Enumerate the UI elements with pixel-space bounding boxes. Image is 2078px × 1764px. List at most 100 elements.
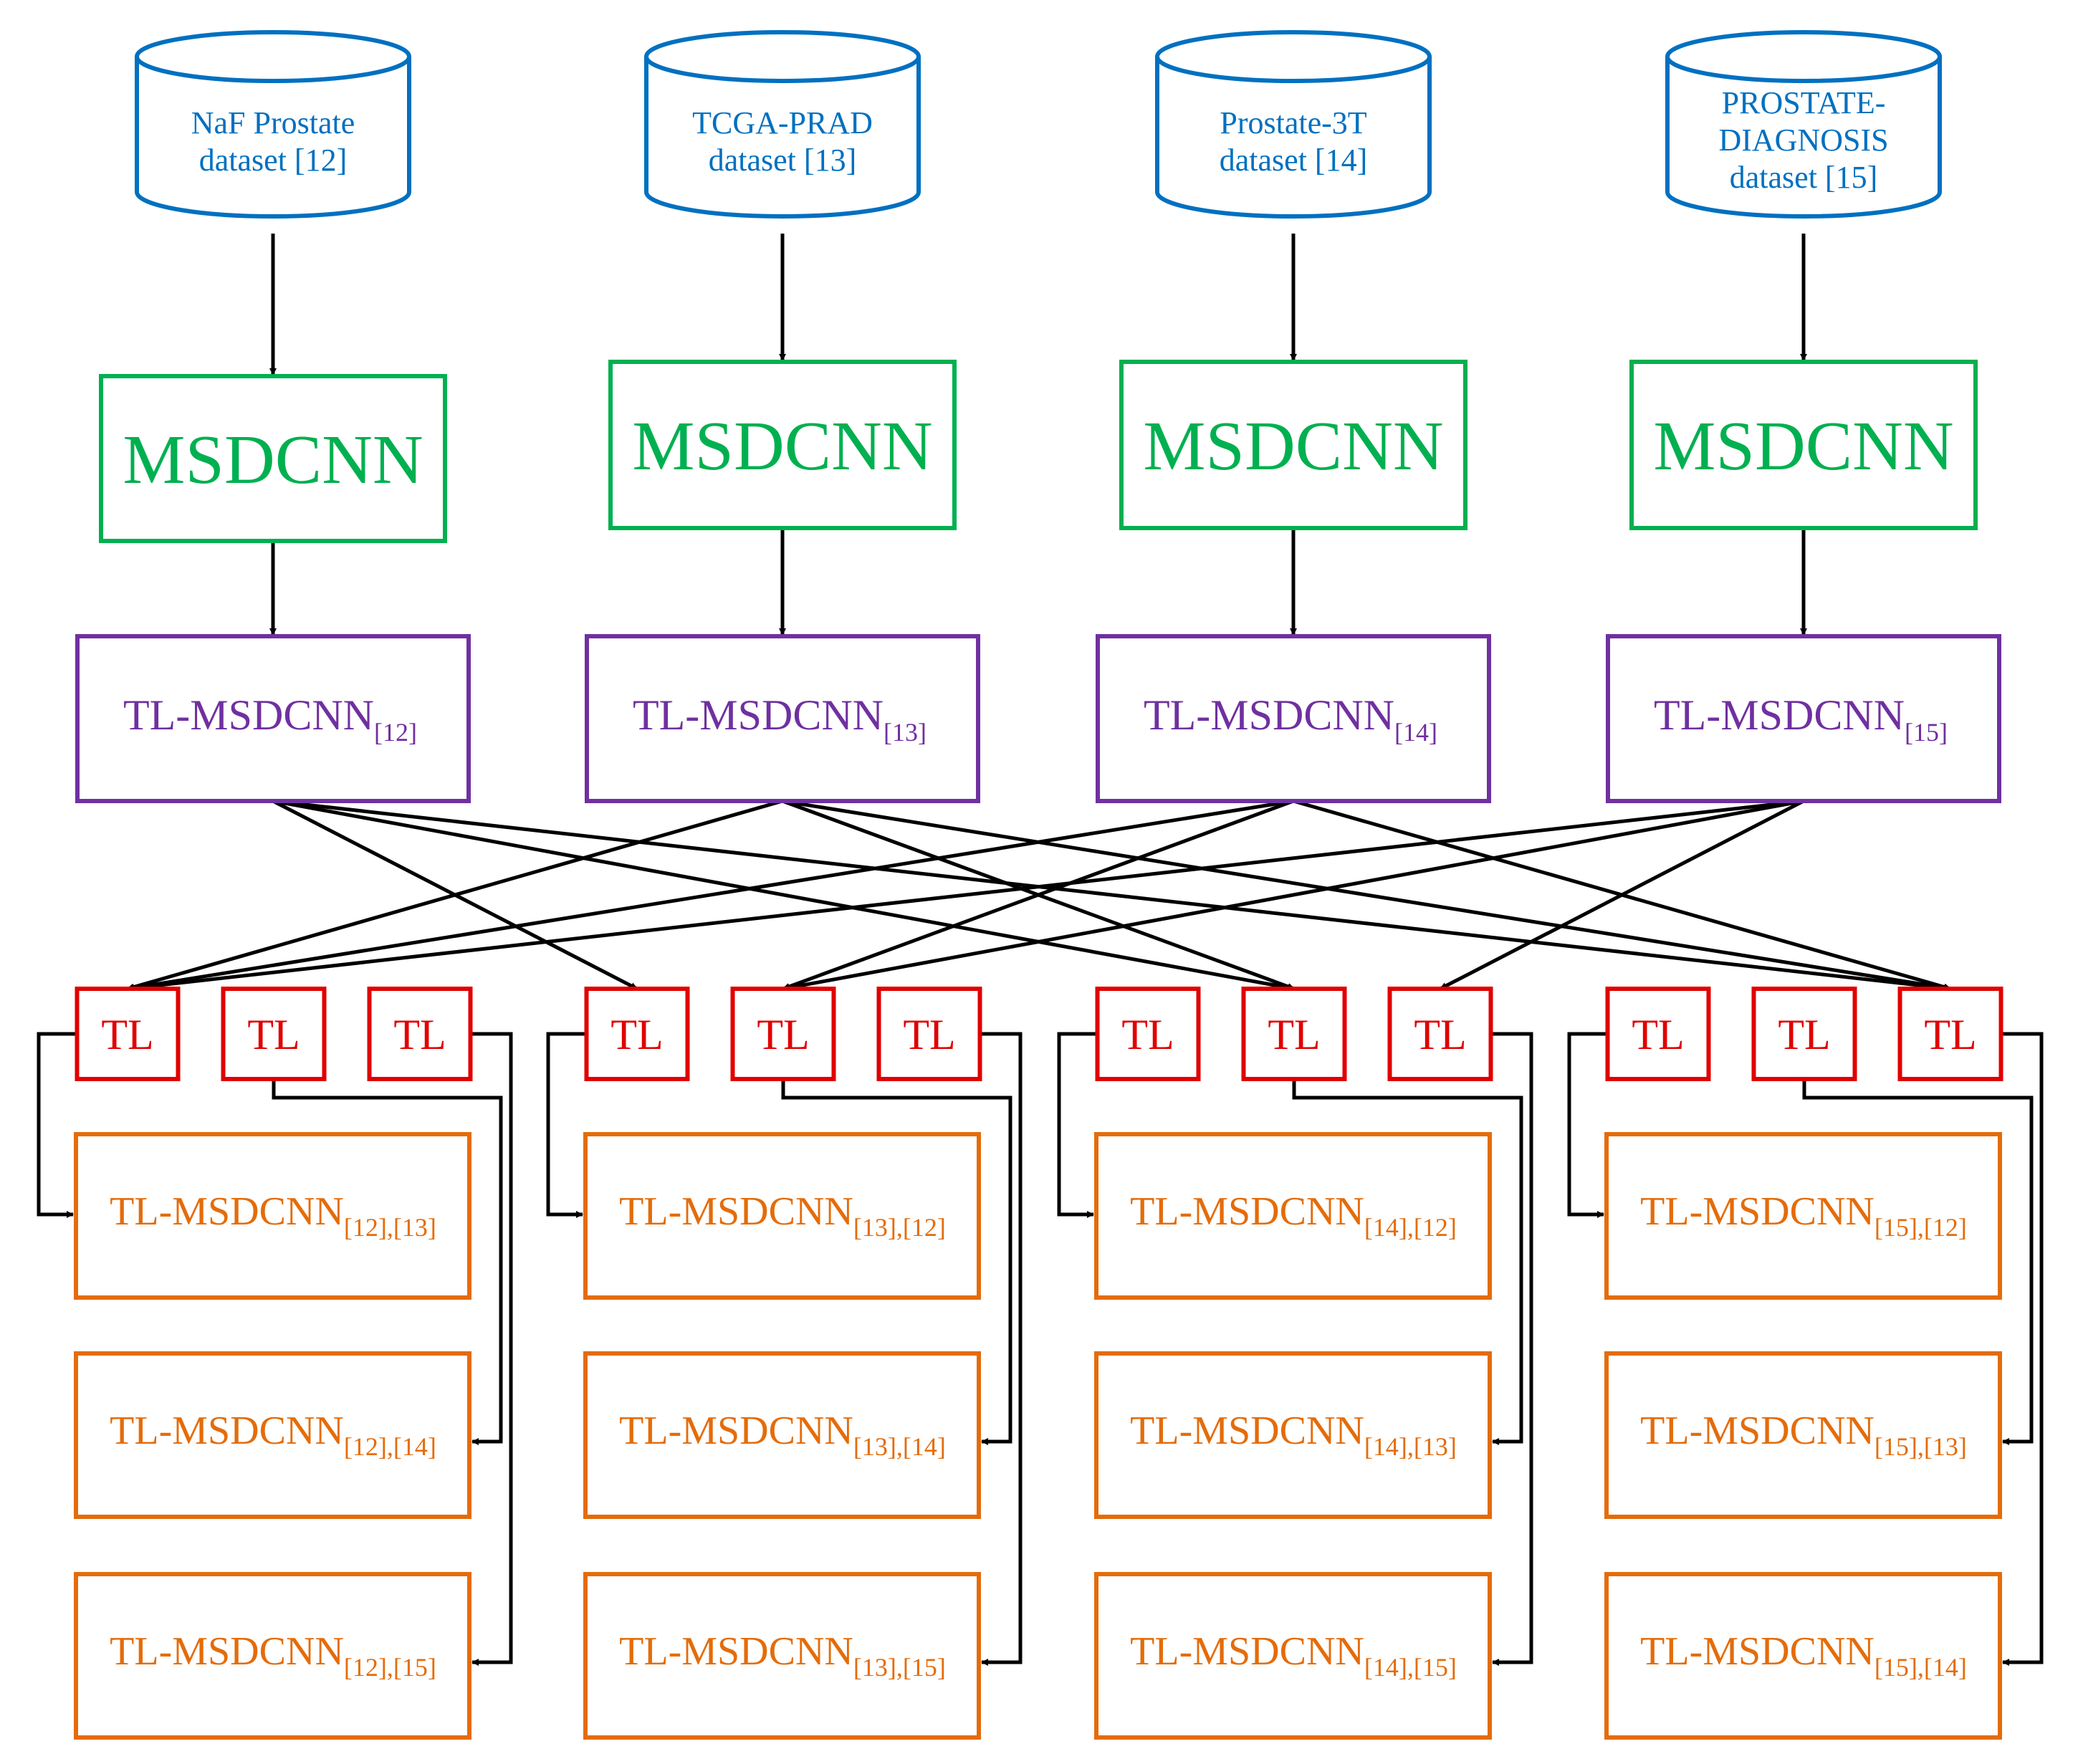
- fanout-arrow: [782, 799, 1294, 991]
- output-model-label-subscript: [12],[13]: [344, 1213, 436, 1242]
- tl-model-label: TL-MSDCNN[15]: [1654, 691, 1948, 747]
- column-4: [1604, 30, 2003, 1740]
- msdcnn-label: MSDCNN: [123, 421, 423, 499]
- tl-label: TL: [1632, 1011, 1684, 1058]
- dataset-label-line: dataset [13]: [709, 143, 856, 178]
- tl-box: [1387, 987, 1493, 1081]
- dataset-cylinder-top: [1665, 30, 1942, 83]
- output-model-label-base: TL-MSDCNN: [1130, 1409, 1364, 1453]
- output-model-label: TL-MSDCNN[14],[13]: [1130, 1409, 1457, 1461]
- output-model-label-subscript: [14],[13]: [1364, 1432, 1457, 1461]
- tl-to-output-connector: [2001, 1032, 2044, 1666]
- dataset-cylinder-top: [1155, 30, 1432, 83]
- tl-model-box: [585, 634, 980, 803]
- dataset-cylinder-top: [644, 30, 921, 83]
- output-model-box: [583, 1132, 981, 1300]
- output-model-label: TL-MSDCNN[15],[13]: [1640, 1409, 1967, 1461]
- dataset-cylinder-top: [135, 30, 411, 83]
- output-model-box: [74, 1351, 471, 1519]
- output-model-label-base: TL-MSDCNN: [110, 1409, 344, 1453]
- tl-label: TL: [1778, 1011, 1830, 1058]
- tl-label: TL: [393, 1011, 446, 1058]
- output-model-label-subscript: [13],[15]: [853, 1653, 946, 1682]
- fanout-arrow: [127, 799, 783, 991]
- tl-box: [584, 987, 690, 1081]
- dataset-label-line: PROSTATE-: [1722, 85, 1886, 120]
- column-1: [74, 30, 473, 1740]
- output-model-label-base: TL-MSDCNN: [619, 1189, 853, 1234]
- dataset-label-line: TCGA-PRAD: [692, 105, 873, 140]
- dataset-label-line: dataset [12]: [199, 143, 347, 178]
- fanout-arrow: [1439, 799, 1805, 991]
- tl-to-output-connector: [1292, 1079, 1523, 1445]
- output-model-label-subscript: [13],[12]: [853, 1213, 946, 1242]
- msdcnn-label: MSDCNN: [1143, 408, 1443, 485]
- output-model-box: [1604, 1351, 2002, 1519]
- msdcnn-label: MSDCNN: [1653, 408, 1953, 485]
- tl-model-box: [75, 634, 471, 803]
- output-model-label-base: TL-MSDCNN: [110, 1629, 344, 1674]
- output-model-label-subscript: [12],[14]: [344, 1432, 436, 1461]
- tl-box: [221, 987, 327, 1081]
- tl-model-label-base: TL-MSDCNN: [123, 691, 374, 739]
- tl-box: [1241, 987, 1347, 1081]
- tl-model-label: TL-MSDCNN[14]: [1144, 691, 1437, 747]
- output-model-label-base: TL-MSDCNN: [1640, 1629, 1874, 1674]
- output-model-label: TL-MSDCNN[15],[12]: [1640, 1189, 1967, 1242]
- output-model-label-base: TL-MSDCNN: [1640, 1409, 1874, 1453]
- output-model-box: [1094, 1132, 1492, 1300]
- tl-to-output-connector: [1567, 1032, 1608, 1218]
- tl-model-label-base: TL-MSDCNN: [1144, 691, 1394, 739]
- output-model-box: [1094, 1351, 1492, 1519]
- dataset-label-line: dataset [14]: [1220, 143, 1367, 178]
- output-model-label-subscript: [15],[14]: [1874, 1653, 1967, 1682]
- tl-model-label-subscript: [13]: [884, 718, 927, 747]
- tl-model-label: TL-MSDCNN[13]: [633, 691, 927, 747]
- tl-to-output-connector: [980, 1032, 1023, 1666]
- output-model-label-subscript: [12],[15]: [344, 1653, 436, 1682]
- tl-model-label-subscript: [15]: [1905, 718, 1948, 747]
- tl-model-label-base: TL-MSDCNN: [633, 691, 884, 739]
- tl-box: [75, 987, 181, 1081]
- output-model-label: TL-MSDCNN[15],[14]: [1640, 1629, 1967, 1682]
- dataset-cylinder-body: [1665, 57, 1942, 219]
- output-model-label-subscript: [15],[13]: [1874, 1432, 1967, 1461]
- msdcnn-box: [1629, 360, 1978, 530]
- output-model-label-base: TL-MSDCNN: [619, 1409, 853, 1453]
- output-model-label: TL-MSDCNN[12],[14]: [110, 1409, 436, 1461]
- dataset-label-line: NaF Prostate: [191, 105, 355, 140]
- tl-to-output-connector: [37, 1032, 77, 1218]
- dataset-label-line: dataset [15]: [1730, 160, 1877, 195]
- tl-label: TL: [1414, 1011, 1466, 1058]
- msdcnn-box: [99, 374, 447, 543]
- output-model-box: [1604, 1572, 2002, 1740]
- output-model-label: TL-MSDCNN[14],[15]: [1130, 1629, 1457, 1682]
- output-model-label-base: TL-MSDCNN: [1640, 1189, 1874, 1234]
- output-model-box: [74, 1572, 471, 1740]
- output-model-label: TL-MSDCNN[13],[15]: [619, 1629, 946, 1682]
- output-model-box: [583, 1351, 981, 1519]
- output-model-box: [1604, 1132, 2002, 1300]
- fanout-arrow: [272, 799, 1951, 992]
- output-model-label-subscript: [14],[12]: [1364, 1213, 1457, 1242]
- tl-box: [1751, 987, 1857, 1081]
- tl-to-output-connector: [1802, 1079, 2034, 1445]
- tl-model-label-subscript: [14]: [1394, 718, 1437, 747]
- output-model-label-base: TL-MSDCNN: [110, 1189, 344, 1234]
- output-model-label: TL-MSDCNN[12],[13]: [110, 1189, 436, 1242]
- tl-model-box: [1096, 634, 1491, 803]
- tl-box: [367, 987, 473, 1081]
- output-model-label: TL-MSDCNN[13],[14]: [619, 1409, 946, 1461]
- tl-model-box: [1606, 634, 2001, 803]
- tl-model-label-subscript: [12]: [374, 718, 417, 747]
- output-model-box: [1094, 1572, 1492, 1740]
- output-model-label-base: TL-MSDCNN: [1130, 1189, 1364, 1234]
- tl-label: TL: [1268, 1011, 1320, 1058]
- fanout-arrow: [272, 799, 1295, 992]
- tl-label: TL: [1121, 1011, 1174, 1058]
- tl-box: [876, 987, 982, 1081]
- connectors: [37, 234, 2044, 1666]
- output-model-label: TL-MSDCNN[12],[15]: [110, 1629, 436, 1682]
- output-model-label-subscript: [15],[12]: [1874, 1213, 1967, 1242]
